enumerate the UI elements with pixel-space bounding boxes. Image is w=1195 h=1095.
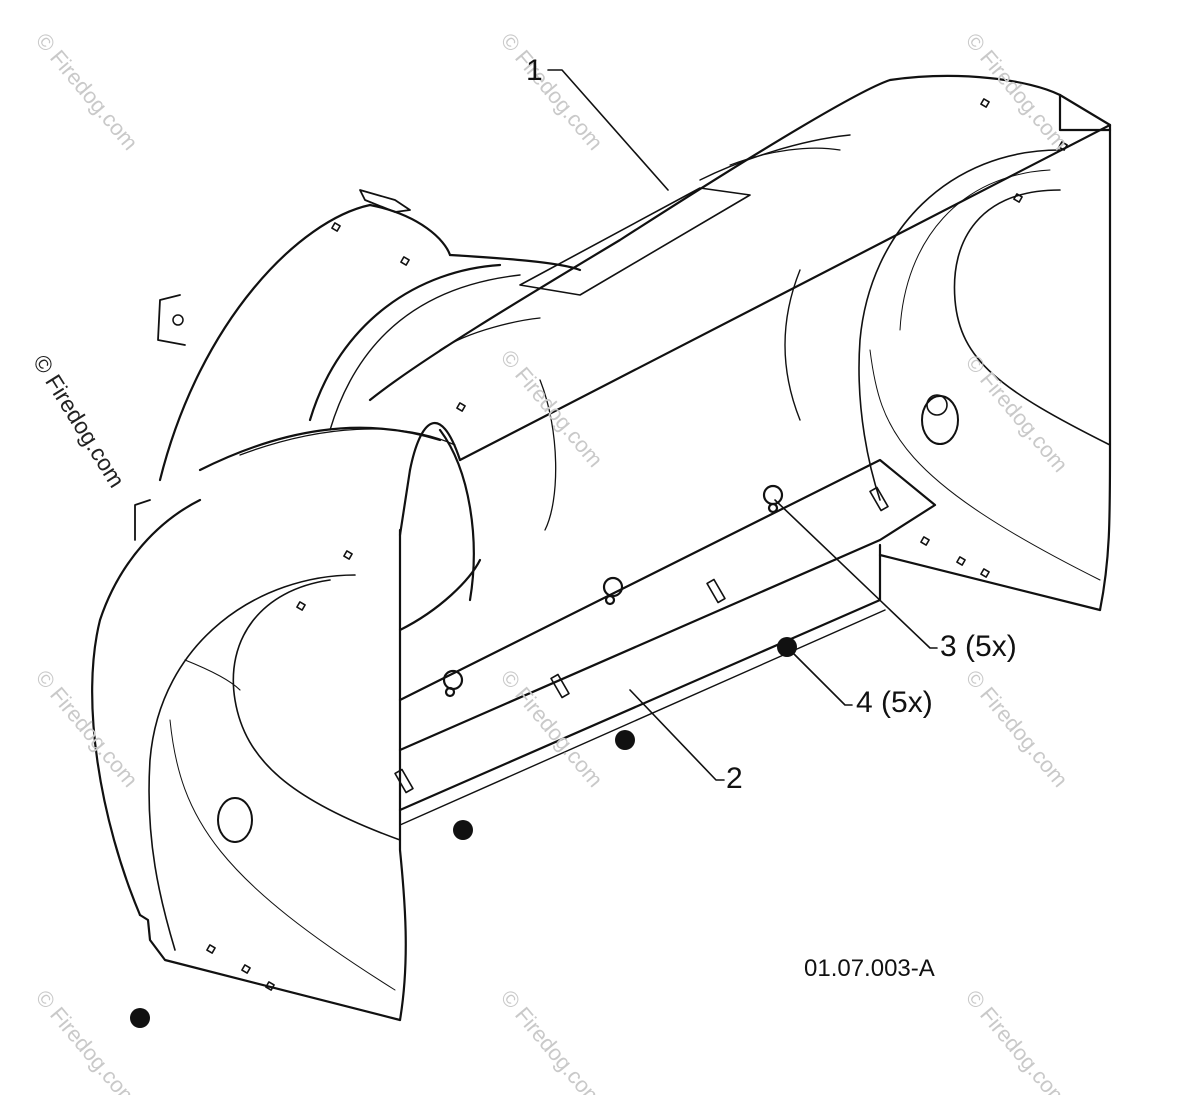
- leader-lines: [547, 69, 938, 781]
- scraper-bar: [394, 458, 937, 826]
- figure-code: 01.07.003-A: [804, 955, 935, 982]
- right-housing: [784, 128, 1112, 612]
- hex-nuts: [130, 637, 797, 1028]
- carriage-bolts: [442, 484, 784, 698]
- impeller-drum: [134, 189, 582, 632]
- top-beam: [198, 74, 1112, 537]
- callout-1: 1: [526, 54, 543, 87]
- callout-4: 4 (5x): [856, 686, 933, 719]
- callout-2: 2: [726, 762, 743, 795]
- housing-slots: [206, 98, 1068, 991]
- callout-3: 3 (5x): [940, 630, 1017, 663]
- left-housing: [91, 498, 407, 1022]
